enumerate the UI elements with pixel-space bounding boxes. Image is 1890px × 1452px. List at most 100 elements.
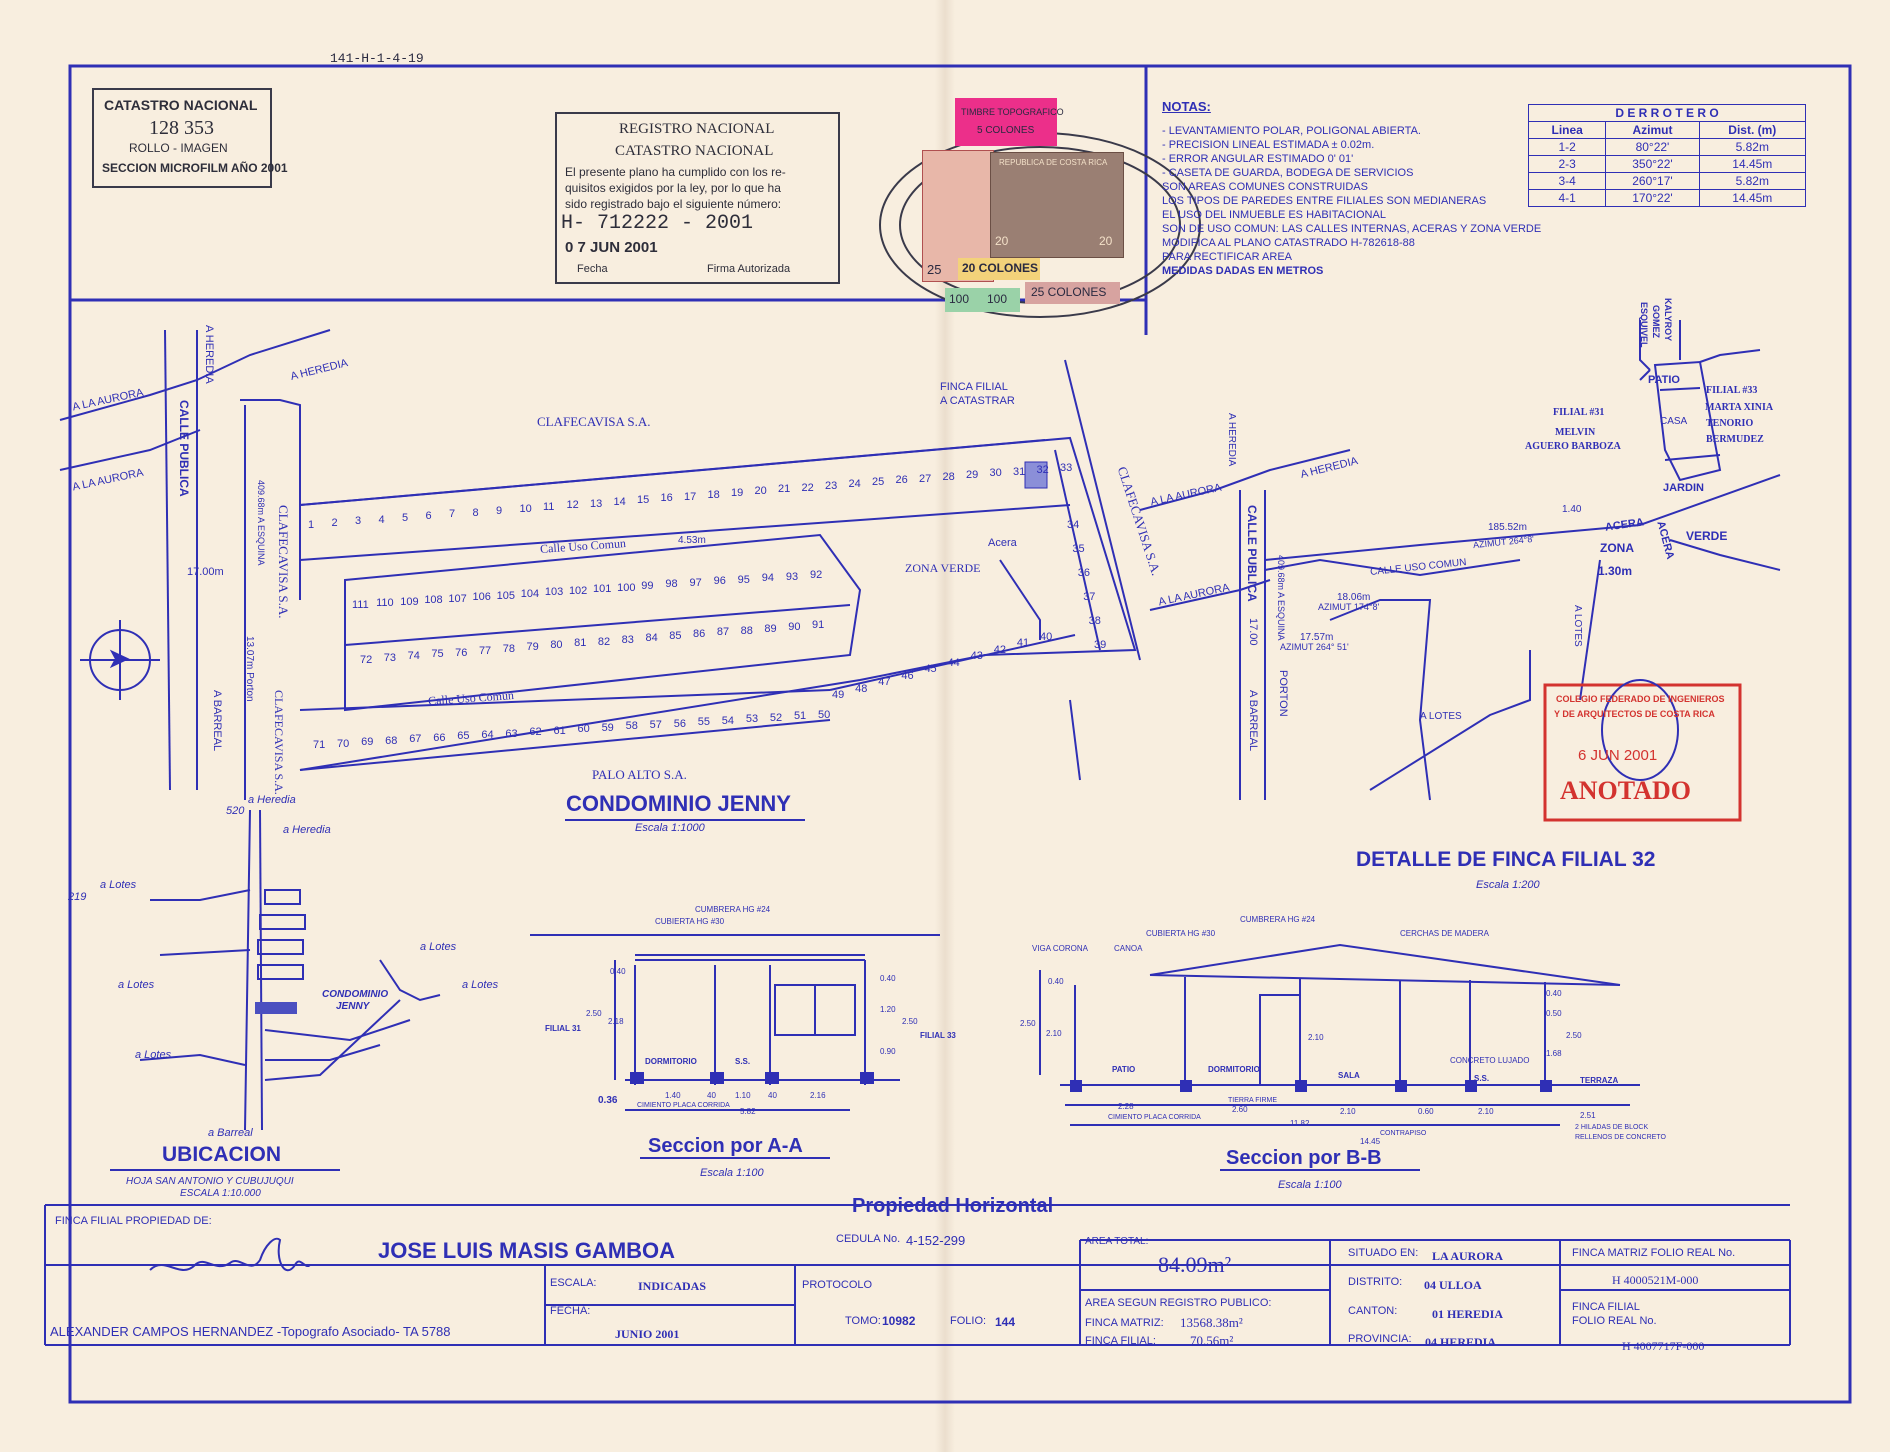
- derrotero-title: D E R R O T E R O: [1528, 104, 1806, 122]
- notas-title: NOTAS:: [1162, 99, 1211, 114]
- lot-number: 52: [769, 711, 783, 724]
- lot-number: 93: [785, 570, 799, 583]
- lot-number: 59: [601, 721, 614, 734]
- lot-number: 107: [448, 592, 467, 605]
- detalle-casa: CASA: [1660, 416, 1688, 427]
- aa-d090: 0.90: [880, 1047, 896, 1056]
- nota-item: SON AREAS COMUNES CONSTRUIDAS: [1162, 181, 1368, 193]
- lot-number: 103: [544, 586, 564, 599]
- lot-number: 33: [1060, 462, 1073, 474]
- lot-number: 66: [433, 731, 446, 744]
- footer-finca-matriz: 13568.38m²: [1180, 1315, 1243, 1330]
- derrotero-header-azimut: Azimut: [1605, 121, 1700, 139]
- plan-finca-filial: FINCA FILIAL: [940, 381, 1008, 393]
- aa-d40b: 40: [768, 1091, 777, 1100]
- lot-number: 99: [641, 580, 654, 593]
- lot-number: 69: [361, 736, 374, 749]
- detalle-marta: MARTA XINIA: [1705, 402, 1774, 413]
- lot-number: 108: [424, 594, 443, 607]
- detalle-a-lotes-2: A LOTES: [1572, 605, 1583, 647]
- lot-number: 88: [740, 624, 753, 637]
- aa-filial31: FILIAL 31: [545, 1024, 581, 1033]
- lot-number: 7: [449, 508, 456, 521]
- bb-cumbrera: CUMBRERA HG #24: [1240, 915, 1316, 924]
- timbre-25-colones: 25 COLONES: [1025, 282, 1120, 304]
- lot-number: 70: [337, 737, 350, 750]
- aa-d120: 1.20: [880, 1005, 896, 1014]
- lot-number: 28: [942, 470, 955, 483]
- detalle-filial31: FILIAL #31: [1553, 407, 1605, 418]
- signature-icon: [149, 1237, 311, 1272]
- plan-clafecavisa-left: CLAFECAVISA S.A.: [276, 505, 291, 619]
- ubic-a-barreal: a Barreal: [208, 1127, 253, 1139]
- lot-number: 38: [1088, 615, 1101, 627]
- catastro-number: 128 353: [149, 117, 214, 139]
- bb-d251: 2.51: [1580, 1111, 1596, 1120]
- lot-number: 109: [400, 595, 419, 608]
- lot-number: 37: [1083, 591, 1096, 603]
- colegio-line2: Y DE ARQUITECTOS DE COSTA RICA: [1554, 709, 1715, 719]
- bb-hiladas2: RELLENOS DE CONCRETO: [1575, 1134, 1666, 1141]
- lot-number: 89: [764, 622, 777, 635]
- lot-number: 50: [818, 709, 831, 721]
- lot-number: 57: [649, 719, 662, 731]
- lot-number: 83: [621, 633, 634, 646]
- aa-d250: 2.50: [586, 1009, 602, 1018]
- ubic-jenny: JENNY: [336, 1001, 370, 1012]
- lot-number: 62: [529, 726, 542, 739]
- aa-d140: 1.40: [665, 1091, 681, 1100]
- aa-d216: 2.16: [810, 1091, 826, 1100]
- plan-zona-verde: ZONA VERDE: [905, 561, 981, 575]
- lot-number: 76: [455, 646, 468, 659]
- footer-finca-filial-label: FINCA FILIAL:: [1085, 1335, 1156, 1347]
- bb-d040: 0.40: [1048, 977, 1064, 986]
- lot-number: 26: [895, 474, 908, 487]
- aa-title: Seccion por A-A: [648, 1135, 803, 1157]
- detalle-a-lotes: A LOTES: [1420, 711, 1462, 722]
- lot-number: 8: [472, 506, 479, 519]
- lot-number: 100: [617, 581, 636, 594]
- bb-d210: 2.10: [1046, 1029, 1062, 1038]
- lot-number: 49: [832, 689, 845, 701]
- aa-d040b: 0.40: [880, 974, 896, 983]
- nota-item: - PRECISION LINEAL ESTIMADA ± 0.02m.: [1162, 139, 1375, 151]
- footer-finca-label: FINCA FILIAL PROPIEDAD DE:: [55, 1215, 212, 1227]
- footer-topografo: ALEXANDER CAMPOS HERNANDEZ -Topografo As…: [50, 1324, 451, 1339]
- lot-number: 30: [989, 467, 1002, 480]
- lot-number: 36: [1077, 567, 1091, 579]
- plan-porton: 13.07m Porton: [244, 636, 255, 702]
- lot-number: 43: [970, 650, 983, 663]
- footer-finca-filial: 70.56m²: [1190, 1333, 1234, 1348]
- lot-number: 32: [1036, 463, 1049, 476]
- lot-number: 60: [577, 723, 590, 736]
- ubic-condominio: CONDOMINIO: [322, 989, 389, 1000]
- derrotero-header-dist: Dist. (m): [1698, 121, 1807, 139]
- lot-number: 29: [966, 469, 979, 482]
- registro-number: H- 712222 - 2001: [561, 212, 754, 235]
- footer-situado: LA AURORA: [1432, 1249, 1504, 1263]
- ubic-a-heredia-2: a Heredia: [283, 824, 331, 836]
- bb-d1445: 14.45: [1360, 1137, 1381, 1146]
- timbre-topografico: TIMBRE TOPOGRAFICO 5 COLONES: [955, 98, 1064, 146]
- plan-a-catastrar: A CATASTRAR: [940, 395, 1015, 407]
- lot-number: 35: [1072, 543, 1085, 555]
- lot-number: 87: [716, 626, 730, 639]
- lot-number: 82: [597, 635, 611, 648]
- lot-number: 53: [745, 713, 759, 726]
- bb-cerchas: CERCHAS DE MADERA: [1400, 929, 1489, 938]
- plan-scale: Escala 1:1000: [635, 822, 705, 834]
- lot-number: 95: [737, 573, 750, 586]
- plan-clafecavisa-lower: CLAFECAVISA S.A.: [272, 690, 286, 795]
- lot-number: 65: [457, 730, 470, 743]
- lot-number: 44: [947, 656, 960, 669]
- detalle-kalyroy: KALYROY: [1663, 298, 1673, 342]
- aa-ss: S.S.: [735, 1057, 751, 1066]
- lot-number: 10: [519, 502, 532, 515]
- lot-number: 94: [761, 572, 775, 585]
- lot-number: 46: [901, 669, 914, 682]
- nota-item: LOS TIPOS DE PAREDES ENTRE FILIALES SON …: [1162, 195, 1487, 207]
- ubic-219: 219: [68, 891, 87, 903]
- lot-number: 86: [693, 628, 706, 641]
